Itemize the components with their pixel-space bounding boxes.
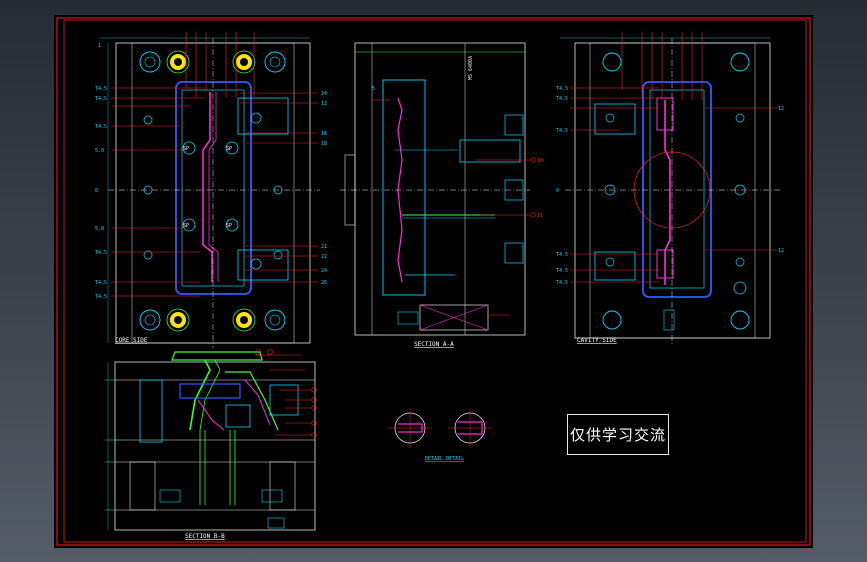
paper (54, 15, 813, 548)
vertical-note: MS 6400A (468, 56, 474, 80)
svg-text:24: 24 (321, 268, 327, 274)
svg-text:T4.5: T4.5 (556, 252, 568, 258)
core-side-view: 1 T4.5 T4.5 T4.5 5.0 0 5.0 T4.5 T4.5 T4.… (95, 32, 327, 348)
svg-text:0: 0 (95, 188, 98, 194)
inner-frame (63, 19, 807, 543)
svg-text:22: 22 (321, 254, 327, 260)
cavity-side-caption: CAVITY SIDE (577, 337, 617, 344)
detail-caption: DETAIL DETAIL (425, 456, 464, 462)
section-aa-view: 10 11 5 (340, 42, 543, 336)
svg-text:12: 12 (778, 106, 784, 112)
svg-text:T4.5: T4.5 (556, 86, 568, 92)
svg-text:11: 11 (537, 213, 543, 219)
svg-text:T4.5: T4.5 (95, 280, 107, 286)
svg-text:5.0: 5.0 (95, 226, 104, 232)
svg-text:10: 10 (537, 158, 543, 164)
core-side-caption: CORE SIDE (115, 337, 148, 344)
section-aa-caption: SECTION A-A (414, 341, 454, 348)
svg-text:T4.5: T4.5 (95, 294, 107, 300)
section-bb-view (105, 349, 317, 531)
svg-text:T4.5: T4.5 (556, 96, 568, 102)
outer-frame (56, 17, 811, 546)
svg-text:T4.5: T4.5 (95, 124, 107, 130)
svg-text:T4.5: T4.5 (556, 128, 568, 134)
svg-text:SP: SP (226, 223, 232, 229)
svg-text:T4.5: T4.5 (556, 268, 568, 274)
svg-text:1: 1 (98, 43, 101, 49)
svg-text:SP: SP (226, 146, 232, 152)
svg-text:12: 12 (321, 101, 327, 107)
svg-text:18: 18 (321, 141, 327, 147)
watermark-box: 仅供学习交流 (567, 414, 669, 455)
svg-text:SP: SP (183, 223, 189, 229)
svg-text:14: 14 (321, 91, 327, 97)
svg-text:T4.5: T4.5 (95, 96, 107, 102)
detail-view (388, 408, 492, 448)
section-bb-caption: SECTION B-B (185, 533, 225, 540)
svg-text:16: 16 (321, 131, 327, 137)
svg-text:0: 0 (556, 188, 559, 194)
svg-text:5: 5 (372, 86, 375, 92)
svg-text:5.0: 5.0 (95, 148, 104, 154)
cavity-side-view: T4.5 T4.5 T4.5 0 T4.5 T4.5 T4.5 12 12 (556, 32, 784, 345)
svg-text:T4.5: T4.5 (95, 86, 107, 92)
svg-text:21: 21 (321, 244, 327, 250)
svg-text:T4.5: T4.5 (556, 280, 568, 286)
svg-text:T4.5: T4.5 (95, 250, 107, 256)
svg-text:25: 25 (321, 280, 327, 286)
svg-text:12: 12 (778, 248, 784, 254)
svg-text:SP: SP (183, 146, 189, 152)
